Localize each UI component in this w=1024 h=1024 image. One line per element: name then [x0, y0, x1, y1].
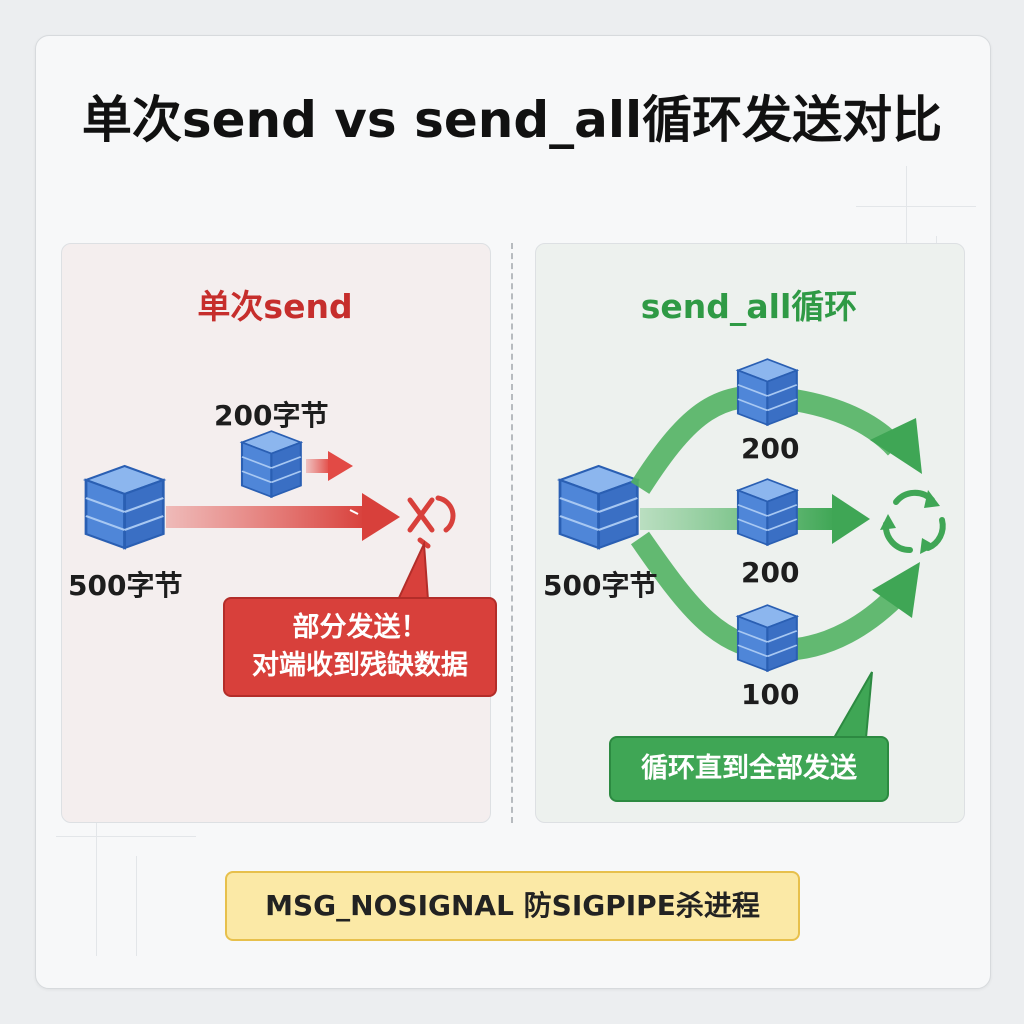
panel-divider	[511, 243, 513, 823]
source-size-label: 500字节	[543, 569, 658, 602]
send-all-title: send_all循环	[640, 287, 858, 326]
loop-until-sent-note: 循环直到全部发送	[609, 736, 889, 802]
warning-line-2: 对端收到残缺数据	[252, 650, 468, 681]
small-send-arrow	[306, 451, 353, 481]
decor-line	[136, 856, 137, 956]
decor-line	[56, 836, 196, 837]
chunk-size-label: 200字节	[214, 399, 329, 432]
chunk-size-label: 200	[741, 556, 800, 589]
chunk-data-block	[736, 358, 798, 426]
recycle-icon	[880, 489, 946, 554]
decor-line	[856, 206, 976, 207]
decor-line	[96, 806, 97, 956]
source-data-block	[558, 464, 639, 550]
chunk-data-block	[736, 478, 798, 546]
chunk-size-label: 100	[741, 678, 800, 711]
chunk-size-label: 200	[741, 432, 800, 465]
warning-line-1: 部分发送！	[292, 612, 428, 643]
source-size-label: 500字节	[68, 569, 183, 602]
broken-link-icon	[407, 495, 456, 549]
chunk-data-block	[736, 604, 798, 672]
chunk-data-block	[240, 430, 302, 498]
callout-pointer	[396, 540, 430, 601]
partial-send-warning: 部分发送！ 对端收到残缺数据	[223, 597, 497, 697]
single-send-title: 单次send	[197, 287, 353, 326]
source-data-block	[84, 464, 165, 550]
msg-nosignal-note: MSG_NOSIGNAL 防SIGPIPE杀进程	[225, 871, 800, 941]
send-arrow	[166, 493, 400, 541]
callout-pointer	[832, 671, 873, 739]
diagram-title: 单次send vs send_all循环发送对比	[81, 91, 943, 149]
